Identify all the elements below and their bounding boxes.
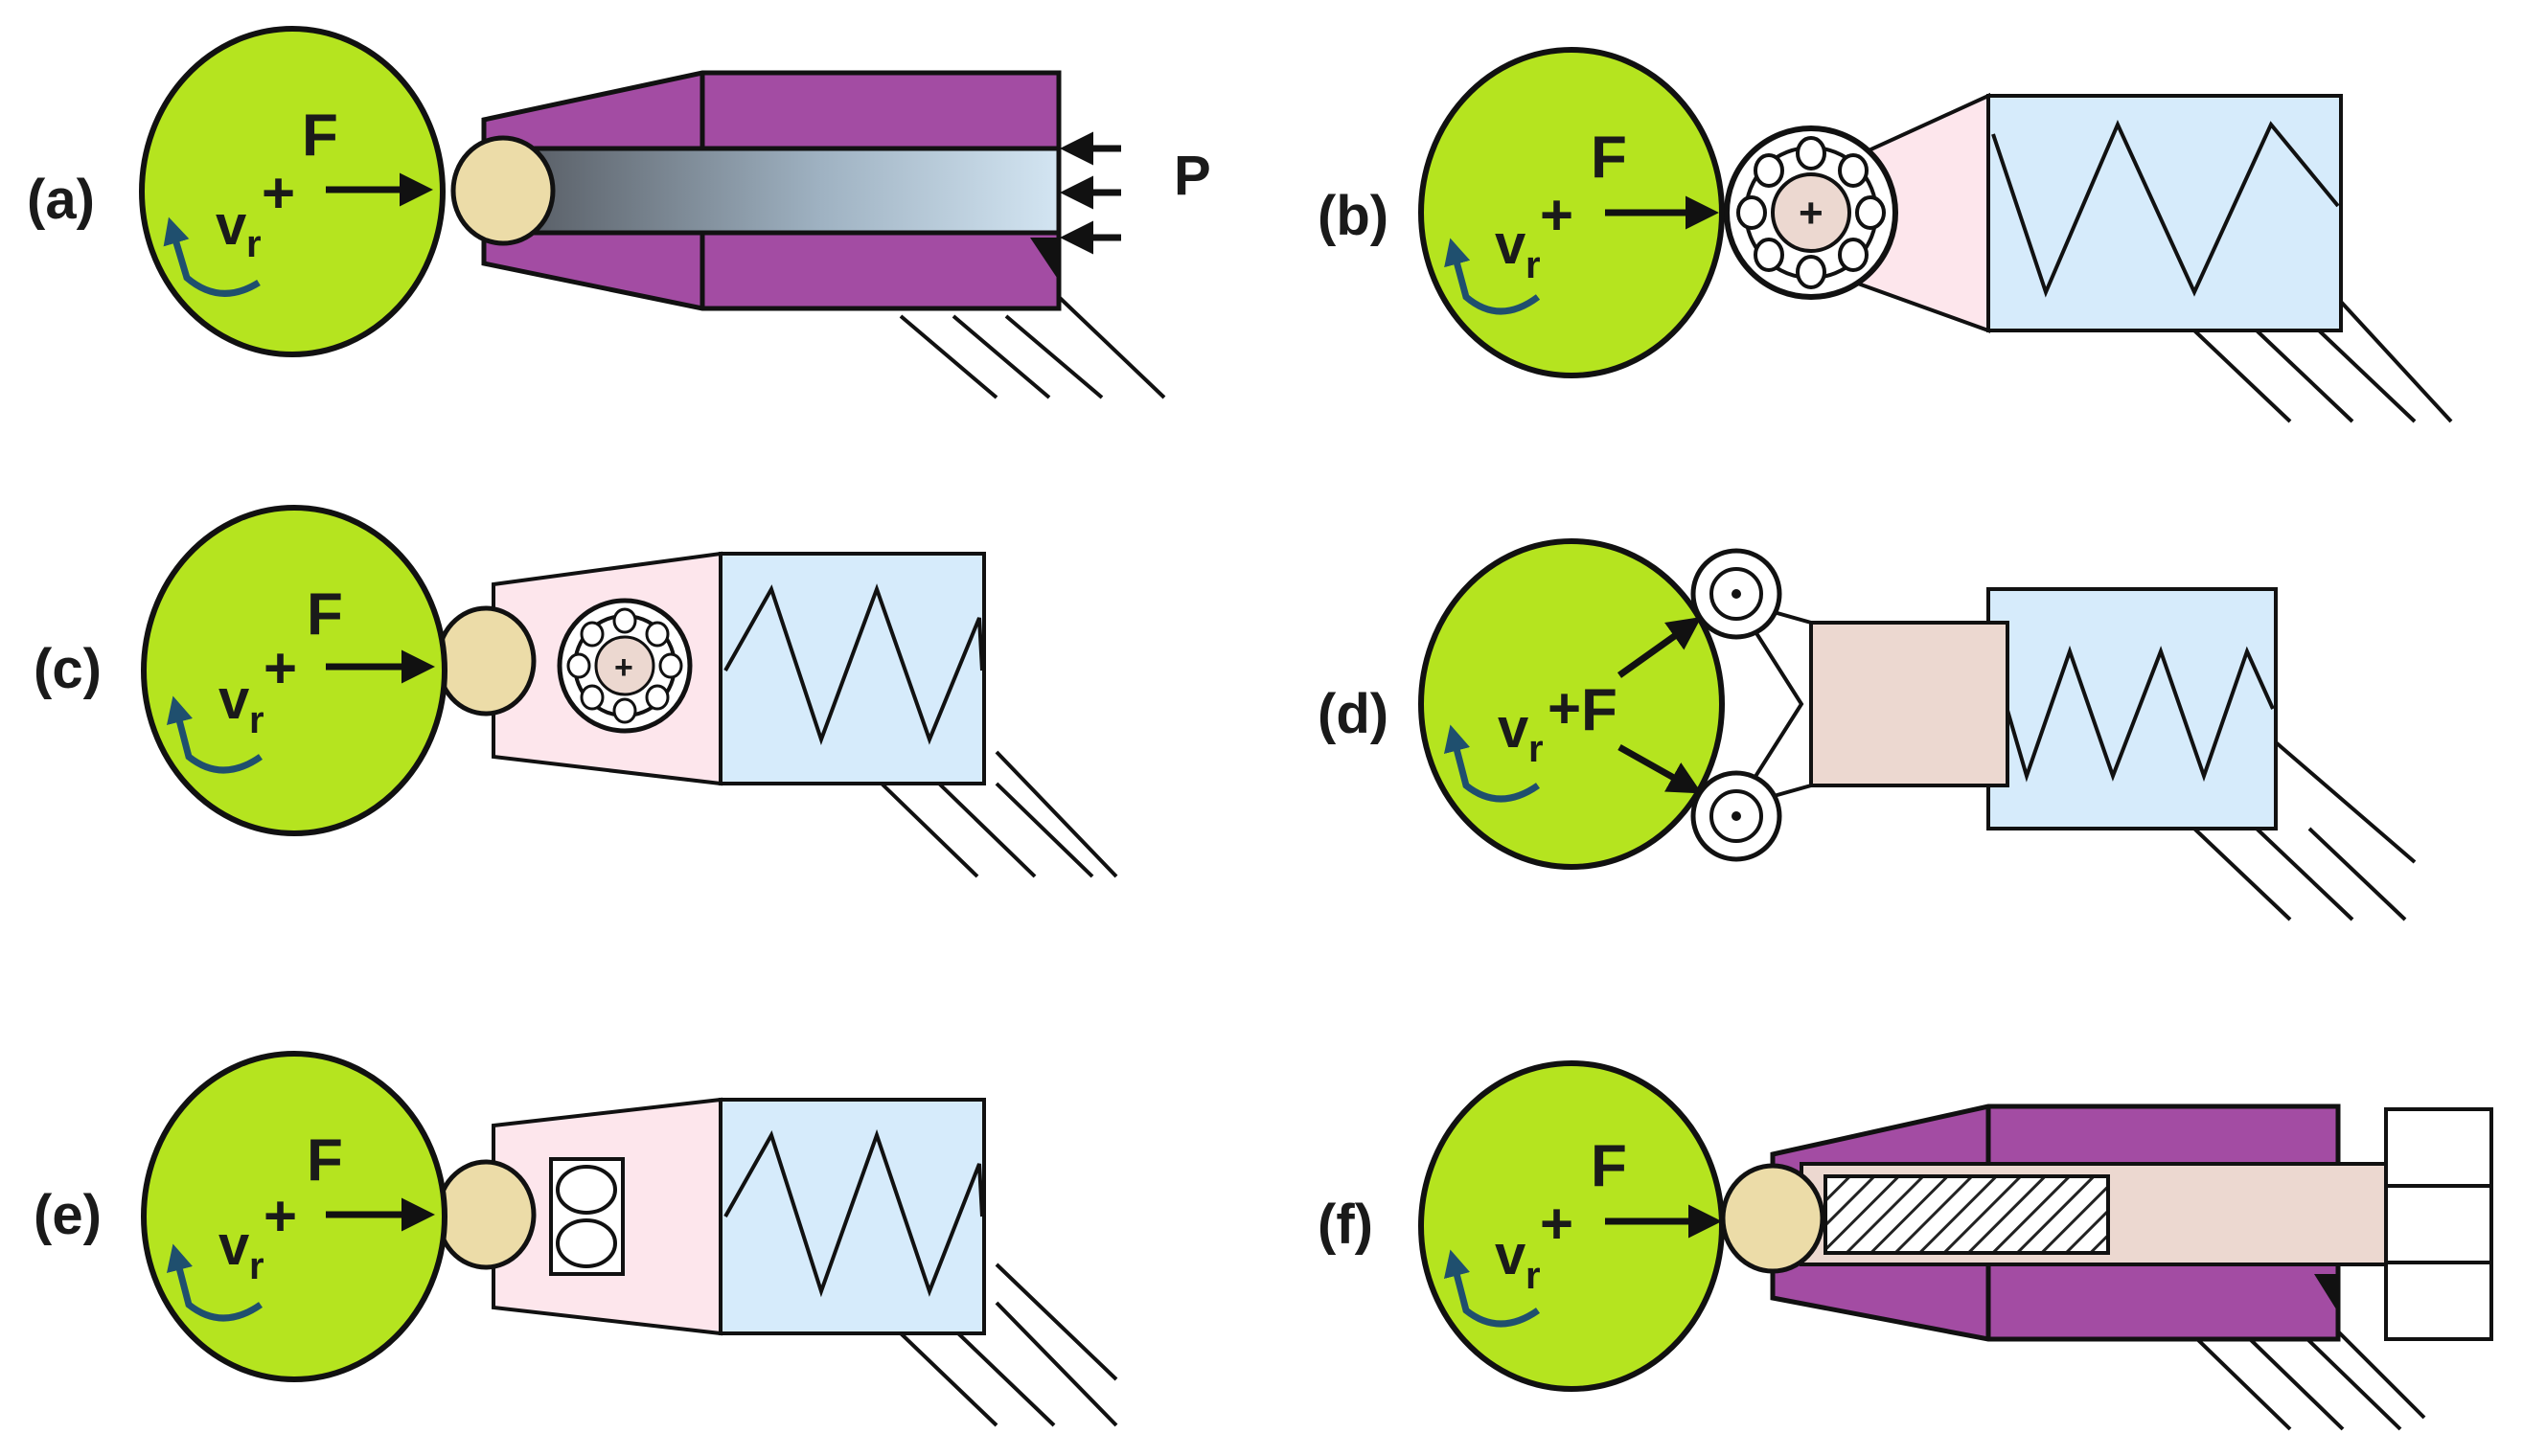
velocity-subscript: r (1525, 244, 1541, 286)
velocity-subscript: r (246, 223, 262, 265)
velocity-label: v (218, 1215, 249, 1277)
pressure-label: P (1174, 145, 1211, 207)
plus-sign: + (262, 161, 295, 225)
hatch-pattern-icon (1823, 1174, 2110, 1255)
center-mark: + (614, 649, 633, 686)
center-mark: + (1799, 190, 1823, 237)
rotation-arrow-icon (166, 1243, 264, 1322)
panel-label: (a) (27, 169, 95, 231)
velocity-subscript: r (1528, 728, 1544, 770)
velocity-subscript: r (249, 699, 264, 741)
workpiece (1418, 1060, 1725, 1392)
force-arrow-icon (1617, 616, 1702, 678)
ground-hatch (899, 295, 1166, 399)
tool-tip (435, 605, 537, 717)
workpiece (141, 1051, 447, 1382)
workpiece (1418, 47, 1725, 378)
spring-icon (723, 1128, 984, 1298)
ground-hatch (2192, 1310, 2426, 1431)
plus-sign: + (1540, 1192, 1573, 1256)
plus-sign: + (1540, 183, 1573, 247)
panel-c: (c) + F + v r (34, 505, 1118, 878)
rod (529, 146, 1062, 236)
force-label: F (1591, 125, 1627, 191)
spring-icon (1991, 645, 2275, 783)
velocity-label: v (1498, 697, 1528, 760)
ground-hatch (2192, 300, 2453, 423)
velocity-label: v (1495, 1224, 1525, 1286)
velocity-subscript: r (249, 1245, 264, 1287)
spring-box (1986, 94, 2343, 332)
panel-label: (b) (1318, 185, 1388, 247)
ground-hatch (2192, 740, 2417, 921)
plus-sign: + (264, 636, 297, 700)
rotation-arrow-icon (163, 216, 261, 297)
plus-sign: + (1548, 676, 1581, 740)
velocity-subscript: r (1525, 1255, 1541, 1297)
roller-bottom (1690, 770, 1782, 862)
force-label: F (1581, 677, 1617, 743)
panel-b: (b) + F + v r (1318, 47, 2453, 423)
roller-top (1690, 548, 1782, 640)
panel-a: (a) F + v r P (27, 26, 1211, 399)
panel-d: (d) + F v r (1318, 538, 2417, 921)
workpiece (139, 26, 446, 357)
rotation-arrow-icon (1444, 238, 1541, 315)
spring-icon (723, 583, 984, 746)
tool-tip (1720, 1163, 1825, 1274)
velocity-label: v (1495, 214, 1525, 276)
workpiece (141, 505, 447, 836)
stacked-blocks (2384, 1107, 2493, 1341)
force-label: F (307, 581, 343, 648)
tool-tip (450, 135, 556, 246)
workpiece (1418, 538, 1725, 870)
pressure-arrows (1060, 131, 1121, 255)
rotation-arrow-icon (1443, 724, 1541, 803)
panel-label: (f) (1318, 1194, 1373, 1256)
beige-block (1809, 621, 2009, 787)
force-label: F (1591, 1133, 1627, 1199)
panel-label: (c) (34, 638, 102, 700)
panel-f: (f) F + v r (1318, 1060, 2493, 1431)
plus-sign: + (264, 1184, 297, 1248)
panel-label: (d) (1318, 683, 1388, 745)
force-arrow-icon (1617, 743, 1703, 794)
spring-box (719, 552, 986, 785)
panel-e: (e) F + v r (34, 1051, 1118, 1427)
ground-hatch (880, 750, 1118, 878)
rotation-arrow-icon (166, 695, 264, 774)
spring-box (1986, 587, 2278, 830)
force-label: F (307, 1127, 343, 1194)
panel-label: (e) (34, 1184, 102, 1246)
velocity-label: v (218, 669, 249, 731)
ground-hatch (899, 1263, 1118, 1427)
spring-icon (1991, 120, 2340, 298)
force-label: F (302, 102, 338, 169)
velocity-label: v (216, 194, 246, 257)
spring-box (719, 1098, 986, 1335)
rotation-arrow-icon (1443, 1249, 1541, 1328)
tool-tip (435, 1159, 537, 1270)
